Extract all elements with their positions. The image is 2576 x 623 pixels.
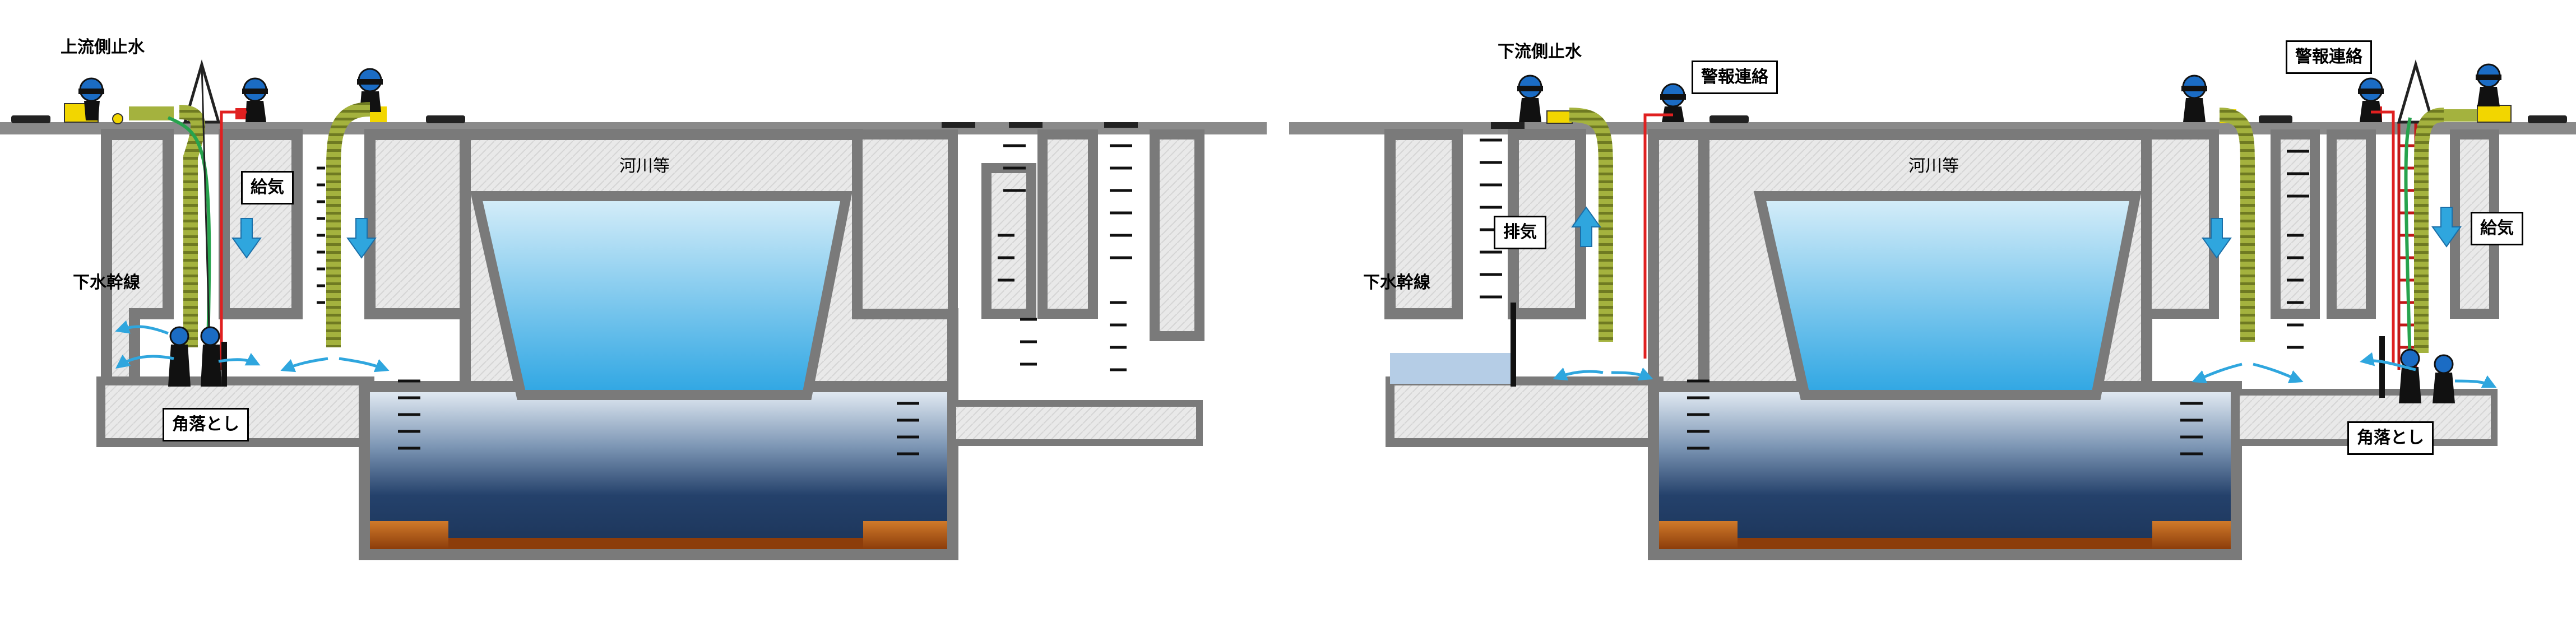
signal-wire-right-2 <box>2371 110 2395 364</box>
inlet-slab-right <box>1386 376 1664 447</box>
sediment-right <box>863 521 947 549</box>
airflow-arrows-left <box>115 218 390 373</box>
left-panel <box>0 59 1267 560</box>
worker-figures-left <box>78 68 383 122</box>
alarm-label-right-1: 警報連絡 <box>1692 61 1778 94</box>
sediment-right-r <box>2152 521 2231 549</box>
stoplog-label-left: 角落とし <box>163 408 249 441</box>
vent-shaft-walls <box>364 129 471 319</box>
river-label-left: 河川等 <box>619 156 670 176</box>
inlet-water-right <box>1390 353 1513 384</box>
airflow-arrows-right <box>1553 206 2497 388</box>
air-hose-vent <box>326 102 370 347</box>
workers-in-shaft-right <box>2399 348 2455 403</box>
sewer-trunk-channel-right <box>1648 381 2242 560</box>
air-hose-upstream <box>179 105 206 347</box>
ladder-rungs-right <box>1480 138 2309 455</box>
manhole-covers-right <box>1491 115 2567 129</box>
sediment-left <box>370 521 448 549</box>
stoplog-right-down <box>1511 303 1516 387</box>
worker-figures-right <box>1517 63 2501 122</box>
air-hose-right <box>2414 108 2444 353</box>
green-line-right <box>2404 117 2412 365</box>
sediment-floor <box>448 538 863 549</box>
right-structures <box>853 129 1204 341</box>
stoplog-label-right: 角落とし <box>2347 421 2434 455</box>
right-side-shafts <box>2142 129 2499 319</box>
outfall-slab-left-panel <box>949 400 1203 446</box>
alarm-label-right-2: 警報連絡 <box>2286 40 2372 74</box>
main-sewer-label-right: 下水幹線 <box>1363 273 1430 292</box>
stoplog-left <box>221 342 227 387</box>
river-water-right <box>1753 191 2142 400</box>
exhaust-label: 排気 <box>1494 216 1546 249</box>
river-water <box>470 191 853 400</box>
sediment-floor-r <box>1738 538 2152 549</box>
downstream-shaft-walls <box>1384 129 1709 392</box>
exhaust-hose <box>1569 108 1613 342</box>
signal-wire <box>220 110 247 370</box>
right-panel <box>1289 59 2576 560</box>
air-supply-label-right: 給気 <box>2471 212 2523 245</box>
ground-slab-right <box>1289 122 2576 134</box>
workers-in-shaft-left <box>168 326 221 387</box>
lifeline-rope <box>201 64 211 370</box>
main-sewer-label-left: 下水幹線 <box>73 273 140 292</box>
ladder-rungs-left <box>317 144 1132 455</box>
vent-hose-right <box>2219 108 2255 342</box>
upstream-cutoff-title: 上流側止水 <box>61 38 145 57</box>
signal-wire-right <box>1643 113 1673 359</box>
river-label-right: 河川等 <box>1908 156 1959 176</box>
downstream-cutoff-title: 下流側止水 <box>1498 42 1582 62</box>
stoplog-right-up <box>2379 336 2385 398</box>
sediment-left-r <box>1659 521 1738 549</box>
air-supply-label-left: 給気 <box>241 171 294 204</box>
manhole-covers-left <box>11 115 1138 128</box>
